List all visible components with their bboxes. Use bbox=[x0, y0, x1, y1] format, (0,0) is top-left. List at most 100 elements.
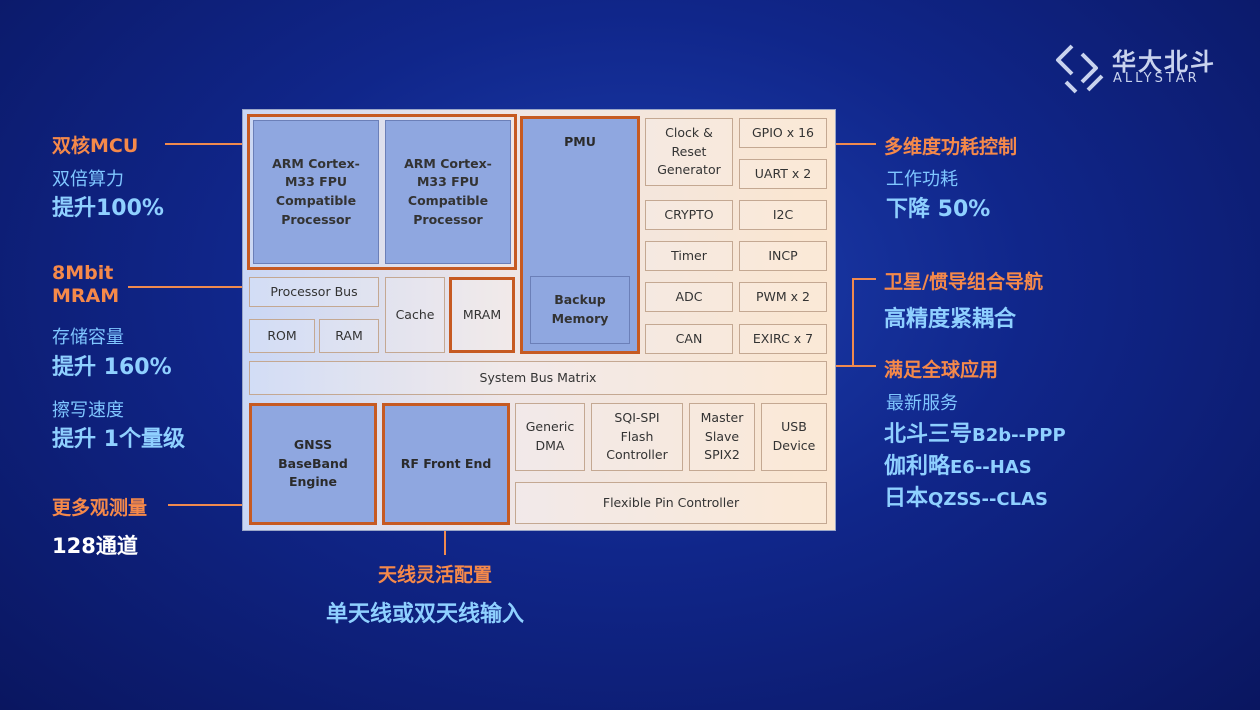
usb-device-block: USB Device bbox=[761, 403, 827, 471]
label-japan-en: QZSS--CLAS bbox=[928, 489, 1049, 510]
cpu-core-2: ARM Cortex- M33 FPU Compatible Processor bbox=[385, 120, 511, 264]
dma-line1: Generic bbox=[525, 419, 575, 435]
pin-controller-label: Flexible Pin Controller bbox=[602, 494, 740, 510]
backup-line2: Memory bbox=[551, 311, 609, 326]
gnss-line3: Engine bbox=[288, 474, 338, 490]
label-antenna: 天线灵活配置 bbox=[378, 564, 493, 586]
sqi-line1: SQI-SPI bbox=[614, 409, 660, 425]
dual-core-group bbox=[247, 114, 517, 270]
gnss-baseband-block: GNSS BaseBand Engine bbox=[249, 403, 377, 525]
label-japan-cn: 日本 bbox=[884, 486, 929, 511]
label-antenna-input: 单天线或双天线输入 bbox=[326, 602, 525, 627]
label-mram: MRAM bbox=[52, 285, 120, 307]
timer-label: Timer bbox=[671, 247, 707, 263]
backup-line1: Backup bbox=[554, 292, 606, 308]
label-service: 最新服务 bbox=[886, 393, 958, 414]
processor-bus-block: Processor Bus bbox=[249, 277, 379, 307]
label-power-down: 下降 50% bbox=[886, 197, 991, 222]
pwm-label: PWM x 2 bbox=[756, 288, 810, 304]
label-storage-up: 提升 160% bbox=[52, 355, 172, 380]
system-bus-label: System Bus Matrix bbox=[479, 369, 597, 385]
label-global: 满足全球应用 bbox=[884, 359, 999, 381]
brand-logo: 华大北斗 ALLYSTAR bbox=[1052, 40, 1222, 100]
chip-block-diagram: ARM Cortex- M33 FPU Compatible Processor… bbox=[242, 109, 836, 531]
label-power-ctrl: 多维度功耗控制 bbox=[884, 136, 1018, 158]
crypto-block: CRYPTO bbox=[645, 200, 733, 230]
clock-line3: Generator bbox=[657, 162, 721, 178]
sqi-spi-block: SQI-SPI Flash Controller bbox=[591, 403, 683, 471]
label-work-power: 工作功耗 bbox=[886, 169, 958, 190]
timer-block: Timer bbox=[645, 241, 733, 271]
label-write-speed: 擦写速度 bbox=[52, 400, 124, 421]
label-bds-cn: 北斗三号 bbox=[884, 422, 973, 447]
rf-front-end-block: RF Front End bbox=[382, 403, 510, 525]
exirc-block: EXIRC x 7 bbox=[739, 324, 827, 354]
incp-label: INCP bbox=[768, 247, 798, 263]
clock-line2: Reset bbox=[671, 143, 707, 159]
pin-controller-block: Flexible Pin Controller bbox=[515, 482, 827, 524]
cpu2-line1: ARM Cortex- bbox=[404, 155, 492, 171]
gpio-label: GPIO x 16 bbox=[752, 124, 814, 140]
usb-line2: Device bbox=[772, 438, 816, 453]
label-galileo: 伽利略E6--HAS bbox=[884, 448, 1032, 480]
clock-line1: Clock & bbox=[665, 124, 713, 140]
uart-block: UART x 2 bbox=[739, 159, 827, 189]
gnss-line2: BaseBand bbox=[278, 455, 348, 471]
label-bds: 北斗三号B2b--PPP bbox=[884, 416, 1066, 448]
mram-label: MRAM bbox=[462, 306, 502, 322]
ram-label: RAM bbox=[335, 327, 363, 343]
sqi-line3: Controller bbox=[606, 447, 668, 463]
incp-block: INCP bbox=[739, 241, 827, 271]
cpu2-line4: Processor bbox=[413, 211, 483, 227]
dma-line2: DMA bbox=[535, 438, 565, 453]
ram-block: RAM bbox=[319, 319, 379, 353]
cpu2-line3: Compatible bbox=[407, 193, 489, 208]
pmu-label: PMU bbox=[564, 134, 596, 149]
spix-line1: Master bbox=[700, 409, 744, 425]
cpu1-line4: Processor bbox=[281, 211, 351, 227]
crypto-label: CRYPTO bbox=[664, 206, 714, 222]
spix-block: Master Slave SPIX2 bbox=[689, 403, 755, 471]
label-galileo-cn: 伽利略 bbox=[884, 454, 951, 479]
label-bds-en: B2b--PPP bbox=[972, 425, 1066, 446]
label-storage: 存储容量 bbox=[52, 327, 124, 348]
spix-line2: Slave bbox=[704, 428, 740, 444]
cpu-core-1: ARM Cortex- M33 FPU Compatible Processor bbox=[253, 120, 379, 264]
i2c-label: I2C bbox=[772, 206, 794, 222]
cpu1-line3: Compatible bbox=[275, 193, 357, 208]
cache-label: Cache bbox=[395, 306, 435, 322]
logo-mark-icon bbox=[1056, 44, 1104, 94]
label-nav: 卫星/惯导组合导航 bbox=[884, 271, 1043, 293]
processor-bus-label: Processor Bus bbox=[270, 283, 358, 299]
can-block: CAN bbox=[645, 324, 733, 354]
uart-label: UART x 2 bbox=[754, 165, 812, 181]
rom-label: ROM bbox=[267, 327, 297, 343]
label-dual-perf: 双倍算力 bbox=[52, 169, 124, 190]
label-mram-size: 8Mbit bbox=[52, 262, 114, 284]
cpu1-line2: M33 FPU bbox=[284, 174, 348, 190]
pwm-block: PWM x 2 bbox=[739, 282, 827, 312]
adc-label: ADC bbox=[675, 288, 703, 304]
rf-label: RF Front End bbox=[400, 455, 492, 471]
can-label: CAN bbox=[675, 330, 703, 346]
label-dual-core: 双核MCU bbox=[52, 135, 139, 157]
gpio-block: GPIO x 16 bbox=[739, 118, 827, 148]
label-japan: 日本QZSS--CLAS bbox=[884, 480, 1048, 512]
gnss-line1: GNSS bbox=[293, 436, 333, 452]
label-more-obs: 更多观测量 bbox=[52, 497, 148, 519]
cache-block: Cache bbox=[385, 277, 445, 353]
cpu1-line1: ARM Cortex- bbox=[272, 155, 360, 171]
adc-block: ADC bbox=[645, 282, 733, 312]
label-channels: 128通道 bbox=[52, 534, 138, 558]
backup-memory-block: Backup Memory bbox=[530, 276, 630, 344]
mram-block: MRAM bbox=[449, 277, 515, 353]
cpu2-line2: M33 FPU bbox=[416, 174, 480, 190]
usb-line1: USB bbox=[781, 419, 807, 435]
i2c-block: I2C bbox=[739, 200, 827, 230]
rom-block: ROM bbox=[249, 319, 315, 353]
clock-reset-block: Clock & Reset Generator bbox=[645, 118, 733, 186]
label-galileo-en: E6--HAS bbox=[950, 457, 1032, 478]
label-perf-up: 提升100% bbox=[52, 196, 164, 221]
spix-line3: SPIX2 bbox=[704, 447, 740, 463]
system-bus-block: System Bus Matrix bbox=[249, 361, 827, 395]
